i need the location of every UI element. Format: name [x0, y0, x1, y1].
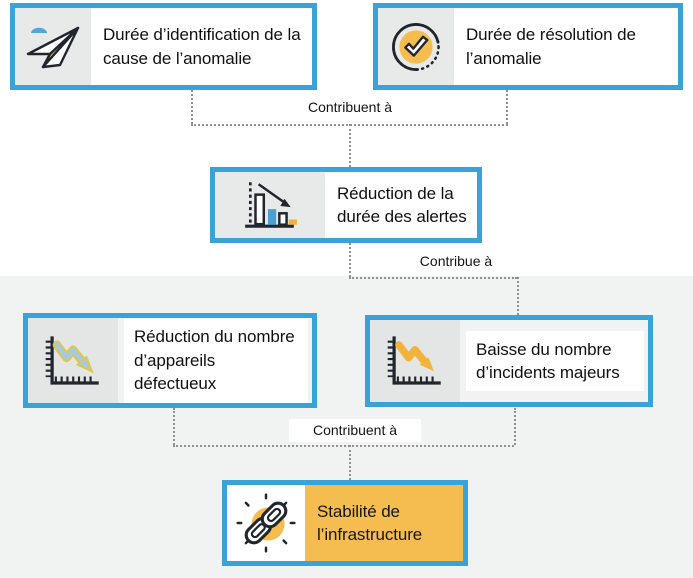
check-circle-icon: [378, 8, 454, 85]
node-duree-identification: Durée d’identification de la cause de l’…: [10, 3, 317, 90]
connector-line: [349, 124, 351, 167]
node-label: Baisse du nombre d’incidents majeurs: [460, 320, 648, 402]
connector-line: [514, 408, 516, 445]
connector-line: [517, 277, 519, 315]
connector-line: [349, 277, 517, 279]
node-label: Durée de résolution de l’anomalie: [466, 25, 636, 68]
node-label: Durée d’identification de la cause de l’…: [103, 25, 301, 68]
connector-label-bottom: Contribuent à: [289, 419, 421, 442]
declining-line-chart-icon: [28, 318, 118, 403]
paper-plane-icon: [15, 8, 91, 85]
node-label: Réduction de la durée des alertes: [337, 183, 467, 226]
connector-label-top: Contribuent à: [307, 99, 393, 115]
connector-line: [349, 445, 351, 480]
connector-line: [173, 445, 514, 447]
node-baisse-incidents-majeurs: Baisse du nombre d’incidents majeurs: [365, 315, 653, 407]
chain-link-icon: [227, 485, 305, 561]
connector-line: [349, 243, 351, 277]
connector-line: [191, 90, 193, 124]
node-label: Réduction du nombre d’appareils défectue…: [118, 318, 312, 403]
connector-line: [506, 90, 508, 124]
connector-label-middle: Contribue à: [419, 253, 493, 269]
declining-trend-arrow-icon: [370, 320, 460, 402]
connector-line: [173, 408, 175, 445]
declining-bar-chart-icon: [215, 172, 325, 238]
node-stabilite-infrastructure: Stabilité de l’infrastructure: [222, 480, 468, 566]
node-duree-resolution: Durée de résolution de l’anomalie: [373, 3, 683, 90]
node-label: Stabilité de l’infrastructure: [305, 485, 463, 561]
node-reduction-duree-alertes: Réduction de la durée des alertes: [210, 167, 482, 243]
node-reduction-appareils-defectueux: Réduction du nombre d’appareils défectue…: [23, 313, 317, 408]
